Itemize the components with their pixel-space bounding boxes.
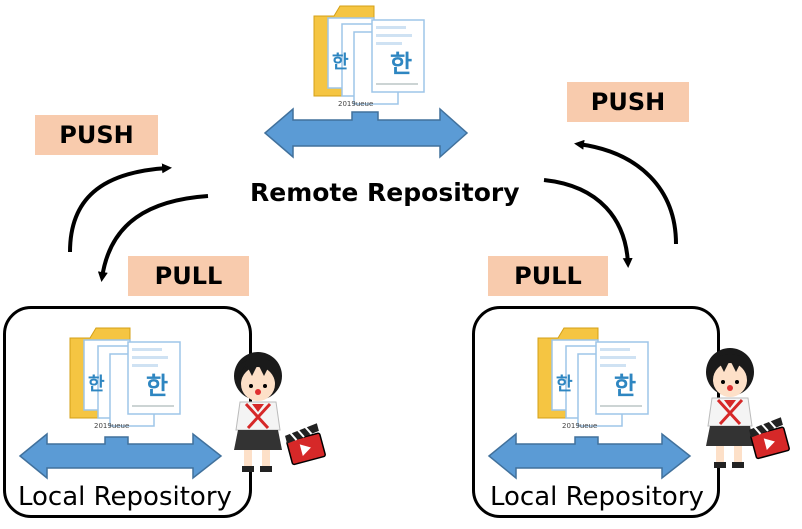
local-right-folder-caption: 2019ueue (562, 422, 598, 430)
push-label-right: PUSH (567, 82, 689, 122)
remote-repository-title: Remote Repository (250, 178, 520, 207)
person-icon-right (704, 346, 756, 470)
local-repository-title-left: Local Repository (18, 482, 232, 512)
clapperboard-icon-right (747, 416, 791, 460)
remote-folder-caption: 2019ueue (338, 100, 374, 108)
local-right-double-arrow-icon (487, 432, 692, 480)
person-icon-left (232, 350, 284, 474)
pull-label-left: PULL (128, 256, 249, 296)
local-left-double-arrow-icon (18, 432, 223, 480)
local-left-folder-icon (69, 327, 181, 427)
local-repository-title-right: Local Repository (490, 482, 704, 512)
local-left-folder-caption: 2019ueue (94, 422, 130, 430)
clapperboard-icon-left (283, 422, 327, 466)
push-label-left: PUSH (35, 115, 158, 155)
pull-label-right: PULL (488, 256, 608, 296)
push-curved-arrow-right (574, 139, 678, 245)
pull-curved-arrow-left (97, 194, 209, 282)
remote-folder-icon (313, 5, 425, 105)
remote-double-arrow-icon (263, 107, 469, 159)
push-curved-arrow-left (68, 163, 172, 253)
pull-curved-arrow-right (543, 178, 633, 268)
local-right-folder-icon (537, 327, 649, 427)
